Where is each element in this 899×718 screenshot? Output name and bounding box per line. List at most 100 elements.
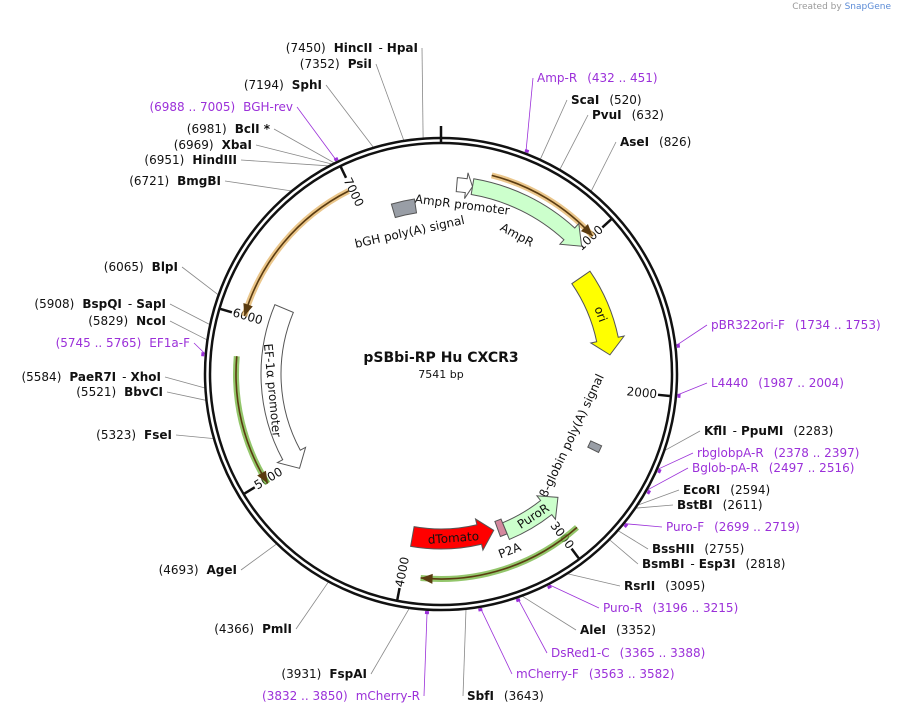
- feature-ef-1-promoter[interactable]: [260, 304, 307, 469]
- primer-mcherry-f[interactable]: mCherry-F(3563 .. 3582): [516, 667, 675, 681]
- site-bcli-[interactable]: (6981)BclI *: [187, 122, 271, 136]
- site-name: NcoI: [136, 314, 166, 328]
- feature-ampr[interactable]: [470, 178, 583, 247]
- primer-bgh-rev[interactable]: (6988 .. 7005)BGH-rev: [149, 100, 293, 114]
- site-dash: -: [378, 41, 382, 55]
- site-sphi[interactable]: (7194) SphI: [244, 78, 322, 92]
- feature-ori[interactable]: [571, 270, 626, 356]
- site-bsmbi[interactable]: BsmBI-Esp3I(2818): [642, 557, 785, 571]
- site-ecori[interactable]: EcoRI(2594): [683, 483, 770, 497]
- primer-name: Puro-F: [666, 520, 704, 534]
- site-pos: (826): [659, 135, 691, 149]
- primer-ef1a-f[interactable]: (5745 .. 5765)EF1a-F: [56, 336, 191, 350]
- feature-ampr-promoter[interactable]: [455, 172, 474, 199]
- site-leader-19: [608, 539, 639, 565]
- plasmid-name: pSBbi-RP Hu CXCR3: [363, 350, 518, 366]
- tick-6000: [220, 307, 233, 314]
- site-bspqi[interactable]: (5908)BspQI-SapI: [34, 297, 166, 311]
- site-blpi[interactable]: (6065)BlpI: [104, 260, 178, 274]
- site-name: PvuI: [592, 108, 622, 122]
- primer-amp-r[interactable]: Amp-R (432 .. 451): [537, 71, 658, 85]
- feature-bgh-poly-a-signal[interactable]: [390, 198, 418, 219]
- primer-rbglobpa-r[interactable]: rbglobpA-R(2378 .. 2397): [697, 446, 859, 460]
- credit-created-by: Created by: [792, 2, 842, 12]
- site-pos: (7352): [300, 57, 340, 71]
- site-leader-15: [370, 607, 410, 675]
- site-name2: HpaI: [387, 41, 418, 55]
- primer-range: (1734 .. 1753): [795, 318, 881, 332]
- site-pmli[interactable]: (4366)PmlI: [214, 622, 292, 636]
- site-name: XbaI: [222, 138, 252, 152]
- site-name: BbvCI: [124, 385, 163, 399]
- site-bsshii[interactable]: BssHII(2755): [652, 542, 744, 556]
- site-agei[interactable]: (4693)AgeI: [159, 563, 237, 577]
- primer-puro-r[interactable]: Puro-R(3196 .. 3215): [603, 601, 738, 615]
- primer-puro-f[interactable]: Puro-F(2699 .. 2719): [666, 520, 800, 534]
- feature-puror[interactable]: [501, 495, 559, 541]
- primer-bglob-pa-r[interactable]: Bglob-pA-R(2497 .. 2516): [692, 461, 854, 475]
- inner-arc-core-3: [243, 190, 349, 317]
- site-pos: (5584): [21, 370, 61, 384]
- site-pos: (6721): [129, 174, 169, 188]
- site-asei[interactable]: AseI(826): [620, 135, 691, 149]
- site-ncoi[interactable]: (5829)NcoI: [88, 314, 166, 328]
- feature-dtomato[interactable]: [410, 517, 495, 552]
- site-leader-21: [635, 504, 674, 509]
- site-name: SphI: [292, 78, 322, 92]
- inner-arcs: [233, 172, 595, 584]
- site-name2: PpuMI: [741, 424, 783, 438]
- primer-range: (1987 .. 2004): [758, 376, 844, 390]
- feature-label-6: dTomato: [427, 529, 479, 547]
- site-leader-16: [462, 608, 467, 697]
- site-xbai[interactable]: (6969)XbaI: [174, 138, 252, 152]
- primer-mark-5: [657, 468, 662, 474]
- primer-leader-1: [296, 106, 338, 163]
- feature-p2a[interactable]: [494, 518, 508, 538]
- inner-arc-arrow-1: [420, 573, 433, 584]
- site-hincii[interactable]: (7450)HincII-HpaI: [286, 41, 418, 55]
- primer-name: Amp-R: [537, 71, 577, 85]
- site-rsrii[interactable]: RsrII(3095): [624, 579, 705, 593]
- tick-5000: [243, 486, 256, 495]
- site-sbfi[interactable]: SbfI(3643): [467, 689, 544, 703]
- site-dash: -: [128, 297, 132, 311]
- site-name2: Esp3I: [699, 557, 736, 571]
- site-psii[interactable]: (7352)PsiI: [300, 57, 372, 71]
- site-leader-lines: [164, 47, 708, 697]
- primer-pbr322ori-f[interactable]: pBR322ori-F (1734 .. 1753): [711, 318, 881, 332]
- site-fspai[interactable]: (3931)FspAI: [281, 667, 367, 681]
- site-bstbi[interactable]: BstBI(2611): [677, 498, 763, 512]
- feature-label-5: P2A: [496, 540, 523, 562]
- primer-range: (432 .. 451): [587, 71, 657, 85]
- site-pos: (3643): [504, 689, 544, 703]
- primer-name: EF1a-F: [149, 336, 190, 350]
- site-leader-14: [295, 581, 329, 630]
- site-name: BlpI: [152, 260, 178, 274]
- site-name: AgeI: [207, 563, 237, 577]
- site-bbvci[interactable]: (5521)BbvCI: [76, 385, 163, 399]
- primer-mark-9: [515, 598, 521, 603]
- site-scai[interactable]: ScaI(520): [571, 93, 642, 107]
- site-leader-0: [421, 47, 424, 139]
- feature--globin-poly-a-signal[interactable]: [587, 440, 603, 454]
- site-hindiii[interactable]: (6951)HindIII: [144, 153, 237, 167]
- site-leader-12: [175, 434, 215, 439]
- tick-label-2000: 2000: [626, 384, 658, 401]
- primer-l4440[interactable]: L4440(1987 .. 2004): [711, 376, 844, 390]
- site-leader-10: [164, 376, 206, 389]
- site-bmgbi[interactable]: (6721)BmgBI: [129, 174, 221, 188]
- inner-arc-3: [241, 188, 350, 317]
- site-kfli[interactable]: KflI-PpuMI(2283): [704, 424, 833, 438]
- primer-dsred1-c[interactable]: DsRed1-C(3365 .. 3388): [551, 646, 705, 660]
- site-leader-17: [521, 595, 577, 631]
- site-alei[interactable]: AleI(3352): [580, 623, 656, 637]
- site-pvui[interactable]: PvuI(632): [592, 108, 664, 122]
- site-pos: (7194): [244, 78, 284, 92]
- site-fsei[interactable]: (5323)FseI: [96, 428, 172, 442]
- site-pos: (2594): [730, 483, 770, 497]
- site-name: PmlI: [262, 622, 292, 636]
- primer-name: pBR322ori-F: [711, 318, 785, 332]
- tick-label-4000: 4000: [392, 556, 412, 589]
- primer-mcherry-r[interactable]: (3832 .. 3850)mCherry-R: [262, 689, 420, 703]
- site-paer7i[interactable]: (5584)PaeR7I-XhoI: [21, 370, 161, 384]
